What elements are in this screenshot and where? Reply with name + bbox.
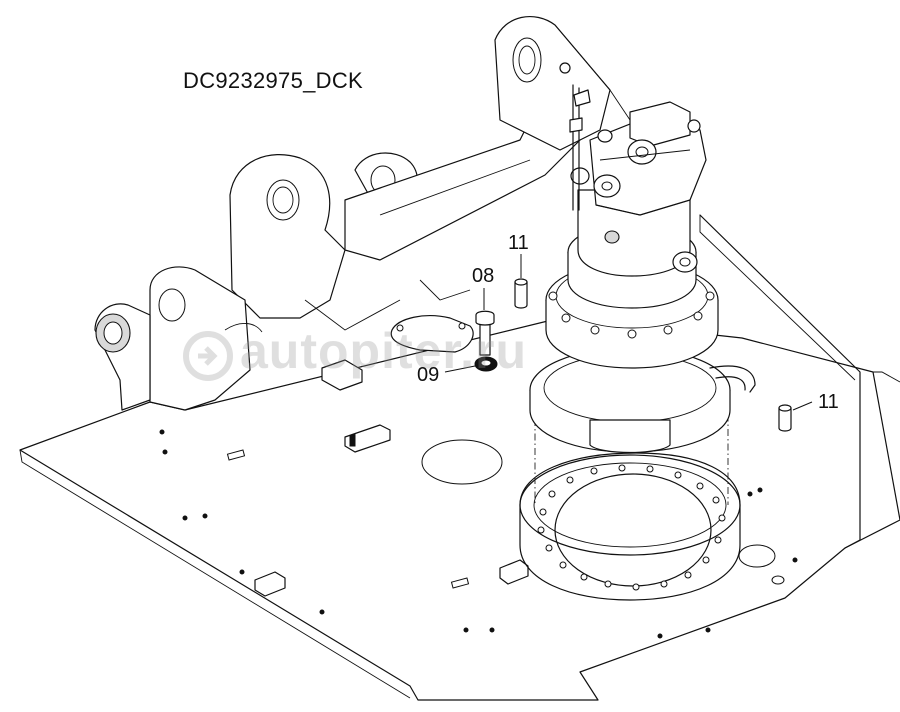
plate-holes xyxy=(159,429,798,639)
part-11-pin-right xyxy=(778,404,792,432)
watermark-logo-icon xyxy=(183,331,233,381)
callout-08: 08 xyxy=(472,265,495,287)
part-11-pin-top xyxy=(514,278,528,309)
part-08-bolt xyxy=(475,310,495,356)
watermark-text: autopiter.ru xyxy=(240,323,528,379)
swing-bearing xyxy=(519,390,741,601)
boom-brackets xyxy=(94,16,651,411)
callout-leaders xyxy=(444,254,813,411)
drawing-code: DC9232975_DCK xyxy=(183,68,364,93)
plate-lugs xyxy=(226,315,529,597)
callout-11-top: 11 xyxy=(508,232,529,254)
part-09-washer xyxy=(474,356,498,372)
upper-frame-plate xyxy=(19,214,900,701)
callout-11-right: 11 xyxy=(818,391,839,413)
swing-motor-assembly xyxy=(529,62,756,454)
callout-09: 09 xyxy=(417,364,440,386)
